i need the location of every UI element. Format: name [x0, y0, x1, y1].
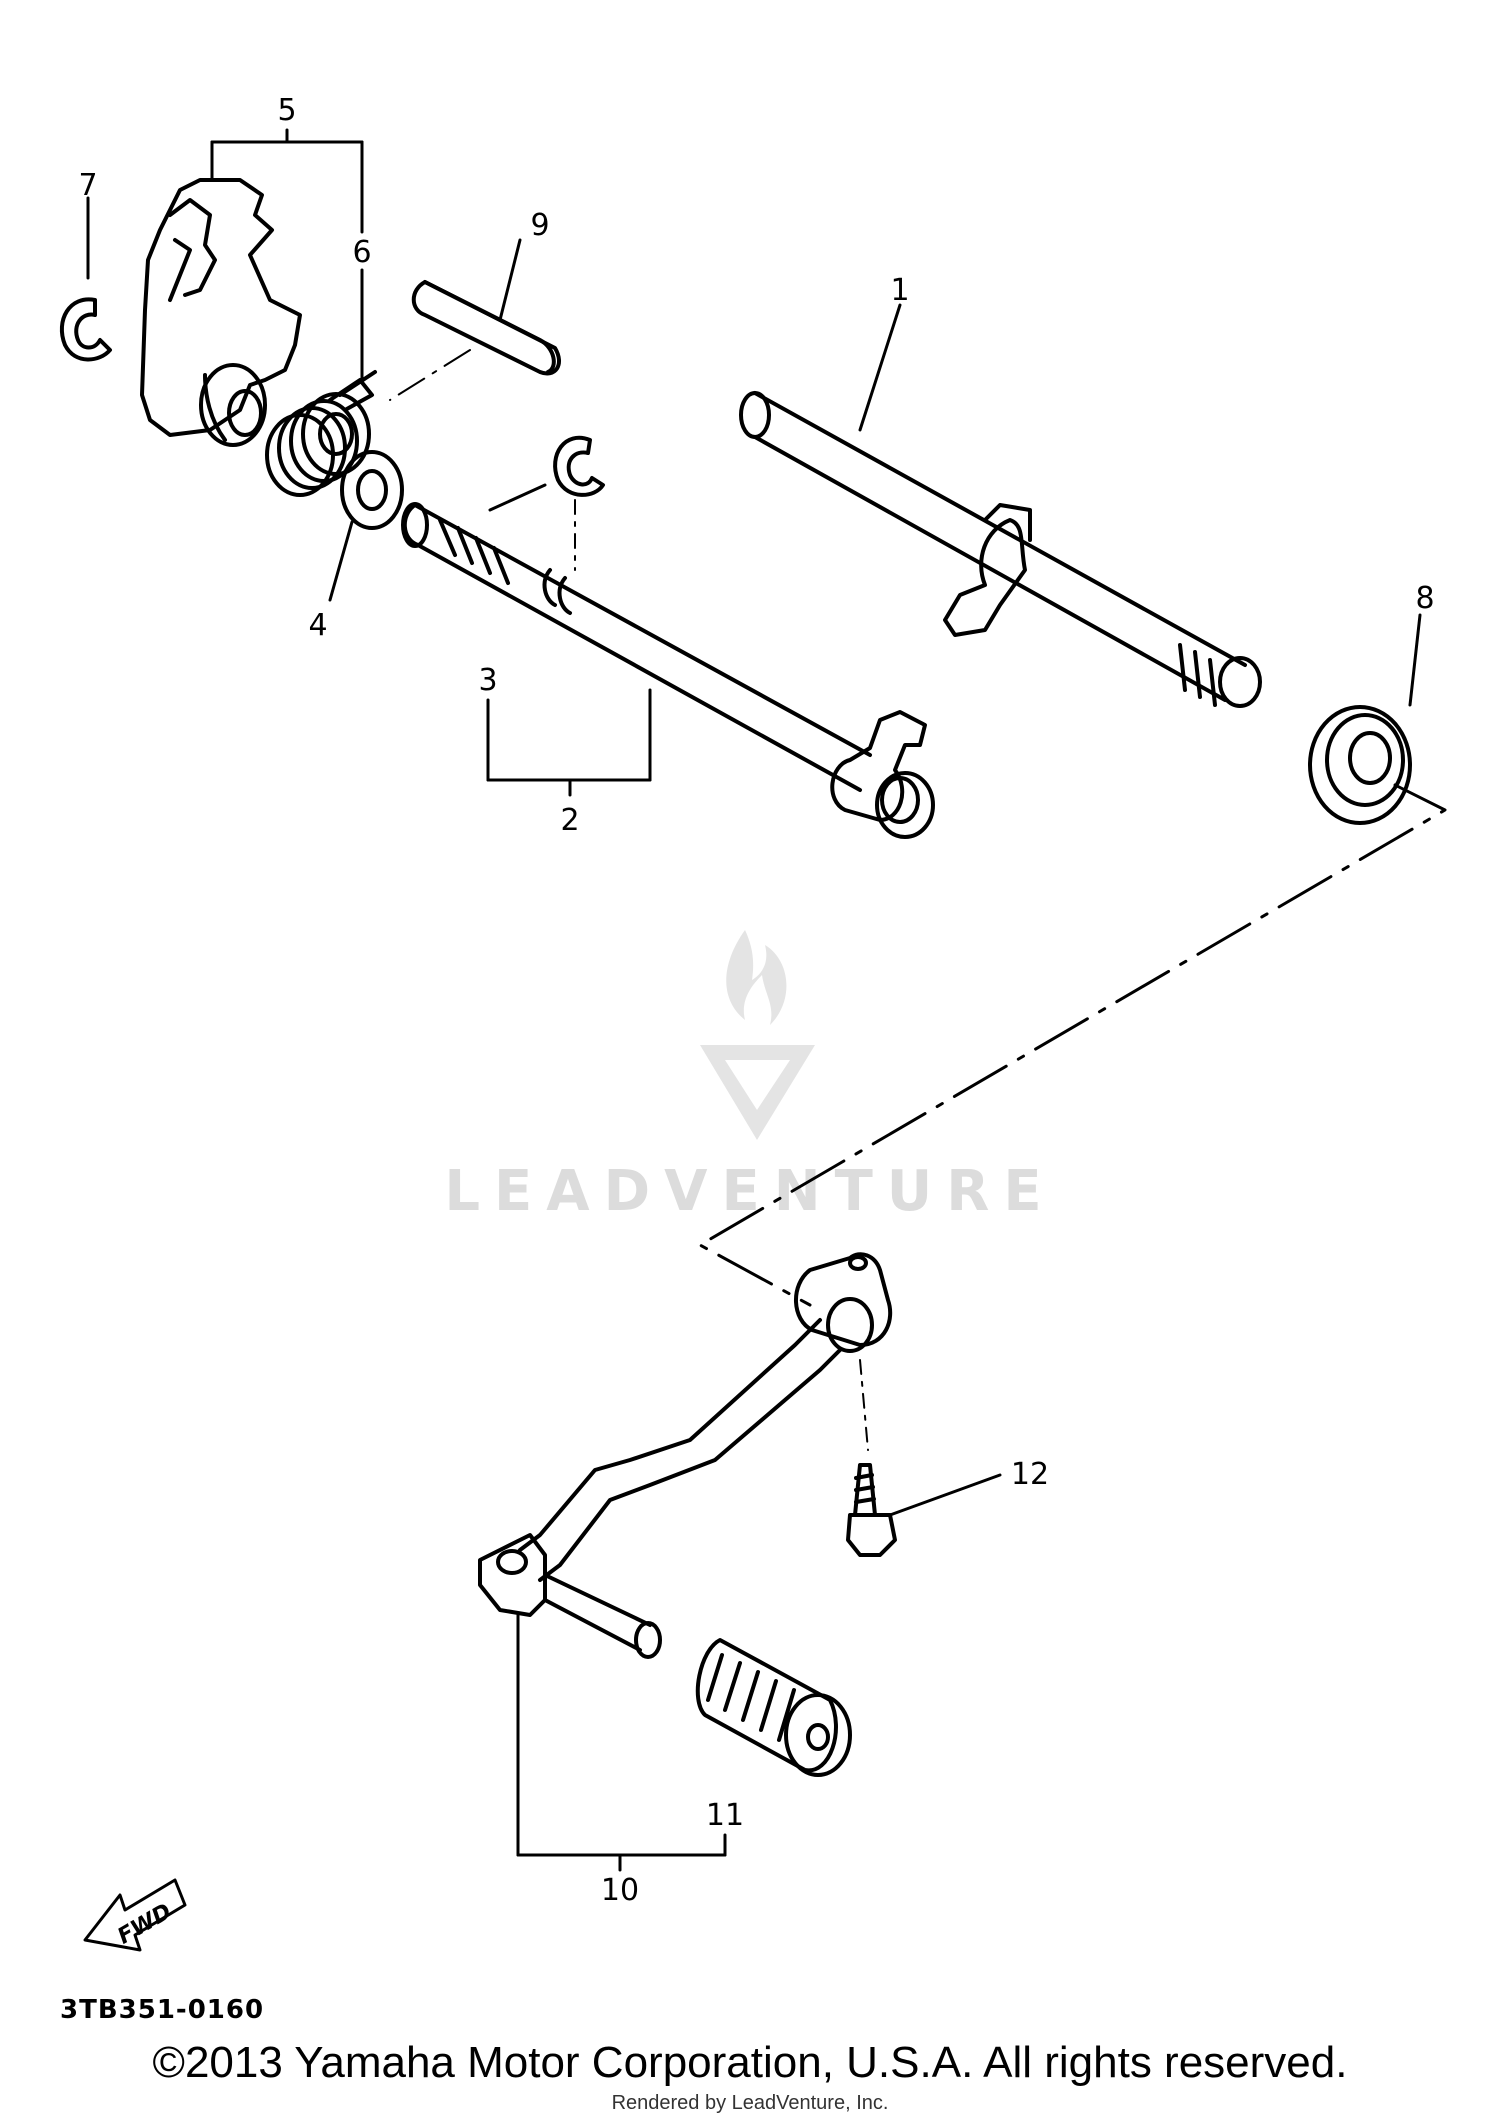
callout-7: 7 [78, 168, 97, 203]
copyright-notice: ©2013 Yamaha Motor Corporation, U.S.A. A… [152, 2038, 1348, 2087]
callout-bracket-10-11 [516, 1613, 727, 1872]
part-2-shift-shaft [401, 502, 935, 839]
callout-8: 8 [1415, 581, 1434, 616]
part-4-washer [328, 450, 404, 602]
rendered-by-notice: Rendered by LeadVenture, Inc. [611, 2092, 889, 2114]
part-3-circlip [488, 435, 605, 571]
callout-10: 10 [601, 1873, 639, 1908]
part-11-pedal-rubber [695, 1638, 852, 1777]
alignment-centerline [698, 783, 1447, 1307]
callout-11: 11 [706, 1798, 744, 1833]
callout-3: 3 [478, 663, 497, 698]
part-10-shift-pedal [478, 1252, 893, 1659]
part-9-pin [389, 238, 561, 401]
callout-6: 6 [352, 235, 371, 270]
callout-bracket-5-6 [210, 128, 364, 382]
callout-9: 9 [530, 208, 549, 243]
part-12-bolt [846, 1463, 1002, 1557]
fwd-arrow-icon [83, 1878, 187, 1952]
callout-5: 5 [277, 93, 296, 128]
part-7-circlip [59, 196, 112, 362]
callout-4: 4 [308, 608, 327, 643]
callout-1: 1 [890, 273, 909, 308]
part-6-torsion-spring [265, 370, 377, 497]
callout-2: 2 [560, 803, 579, 838]
watermark-text: LEADVENTURE [444, 1159, 1055, 1224]
callout-bracket-2-3 [486, 688, 652, 797]
part-8-oil-seal [1308, 613, 1422, 825]
callout-12: 12 [1011, 1457, 1049, 1492]
diagram-code: 3TB351-0160 [60, 1995, 264, 2025]
part-5-shift-lever-assembly [140, 178, 302, 447]
part-1-shift-shaft-fork [739, 303, 1262, 708]
watermark-logo [700, 930, 815, 1140]
